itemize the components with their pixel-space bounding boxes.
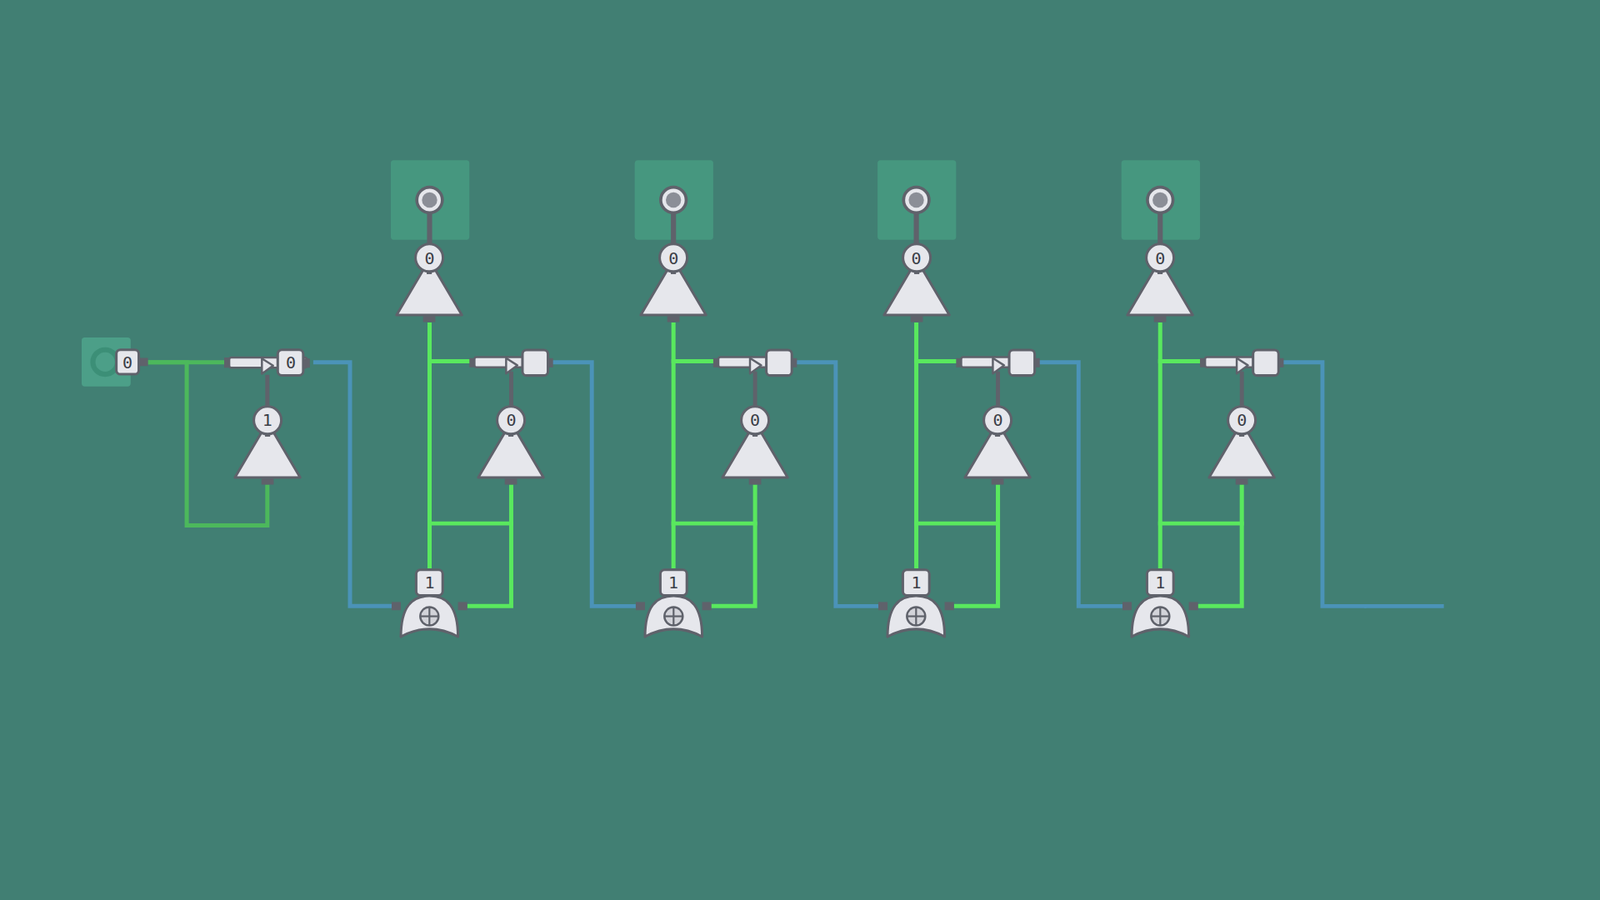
- signal-wire: [467, 485, 512, 607]
- value-digit: 0: [911, 250, 922, 267]
- buffer-gate: 1: [230, 405, 305, 485]
- value-digit: 0: [1236, 411, 1247, 429]
- value-digit: 1: [668, 574, 679, 591]
- value-digit: 1: [262, 411, 273, 429]
- signal-wire: [671, 322, 676, 569]
- output-gear: 1: [1122, 568, 1199, 640]
- value-digit: 0: [285, 354, 296, 371]
- output-gear: 1: [878, 568, 955, 640]
- signal-wire: [148, 362, 268, 526]
- output-gear: 1: [391, 568, 468, 640]
- buffer-gate: 0: [960, 405, 1035, 485]
- buffer-gate: 0: [474, 405, 548, 485]
- input-pin-shape: [81, 337, 149, 387]
- signal-wire: [954, 485, 999, 607]
- buffer-gate: 0: [1205, 405, 1279, 485]
- signal-wire: [1198, 485, 1243, 607]
- value-digit: 0: [993, 411, 1004, 429]
- signal-wire: [1158, 322, 1163, 569]
- value-digit: 1: [1155, 574, 1165, 591]
- signal-wire: [914, 322, 919, 569]
- signal-wire: [427, 322, 432, 569]
- signal-wire: [710, 485, 755, 607]
- buffer-gate: 0: [392, 242, 466, 323]
- input-pin: 0: [81, 337, 149, 387]
- control-stem: [265, 375, 270, 407]
- buffer-gate: 0: [1123, 242, 1197, 323]
- value-digit: 0: [668, 250, 679, 267]
- value-digit: 0: [750, 411, 760, 429]
- value-digit: 0: [505, 411, 516, 429]
- buffer-gate: 0: [636, 242, 710, 323]
- value-digit: 0: [1155, 250, 1165, 267]
- value-digit: 1: [911, 574, 922, 591]
- buffer-gate: 0: [718, 405, 792, 485]
- value-digit: 0: [424, 250, 435, 267]
- switch-gate-shape: [224, 348, 314, 377]
- bus-wire: [313, 362, 392, 607]
- buffer-gate: 0: [880, 242, 954, 323]
- output-gear: 1: [635, 568, 712, 640]
- value-digit: 0: [122, 354, 133, 371]
- switch-gate: 0: [224, 348, 314, 377]
- value-digit: 1: [424, 574, 435, 591]
